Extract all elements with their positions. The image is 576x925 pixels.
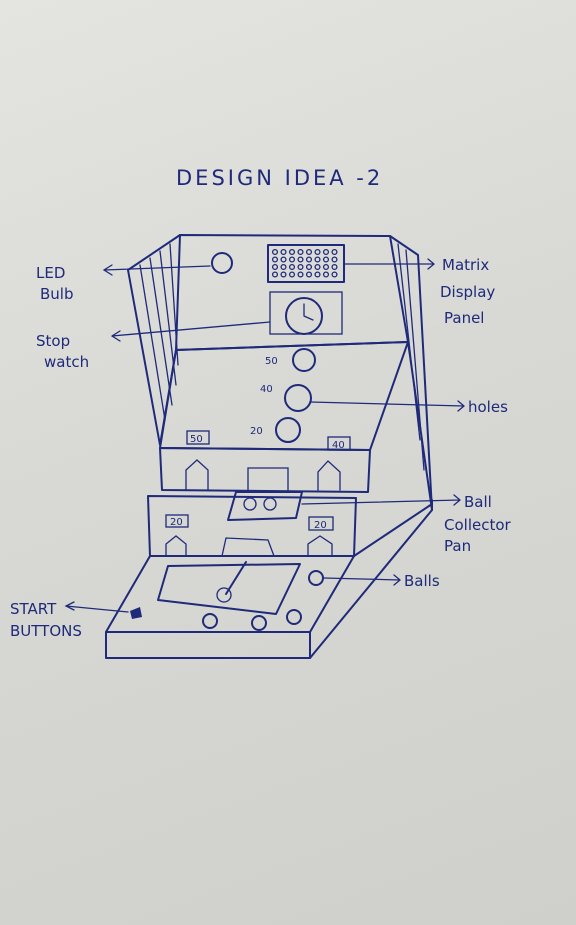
matrix-dot	[324, 272, 329, 277]
matrix-dot	[290, 272, 295, 277]
matrix-dot	[281, 257, 286, 262]
cabinet-back-panel	[128, 235, 432, 510]
hole-value-20: 20	[250, 426, 263, 437]
callout-arrows	[66, 259, 464, 612]
label-matrix-line2: Display	[440, 283, 495, 301]
ball-2	[203, 614, 217, 628]
upper-ball-tray	[160, 448, 370, 492]
label-stopwatch-line1: Stop	[36, 332, 70, 350]
matrix-dot	[315, 257, 320, 262]
matrix-dot	[290, 265, 295, 270]
label-led-line2: Bulb	[40, 285, 74, 303]
matrix-dot	[273, 272, 278, 277]
sketch-title: DESIGN IDEA -2	[176, 166, 383, 190]
label-led-line1: LED	[36, 264, 65, 282]
matrix-dot	[307, 257, 312, 262]
matrix-dot	[315, 265, 320, 270]
label-ball-collector-line1: Ball	[464, 493, 492, 511]
matrix-dot	[332, 250, 337, 255]
hole-value-40: 40	[260, 384, 273, 395]
label-start-line1: START	[10, 600, 57, 618]
start-button-icon	[130, 607, 142, 619]
hole-value-50: 50	[265, 356, 278, 367]
matrix-dot	[273, 265, 278, 270]
matrix-dot	[332, 265, 337, 270]
matrix-display-panel	[268, 245, 344, 282]
matrix-dot	[307, 250, 312, 255]
led-bulb-icon	[212, 253, 232, 273]
matrix-dot	[281, 272, 286, 277]
matrix-dot	[290, 257, 295, 262]
matrix-dot	[332, 272, 337, 277]
lower-ball-tray: 20 20	[148, 496, 356, 556]
label-matrix-line3: Panel	[444, 309, 484, 327]
score-box-lower-right: 20	[314, 520, 327, 531]
matrix-dot	[273, 250, 278, 255]
hole-50	[293, 349, 315, 371]
matrix-dot	[324, 250, 329, 255]
matrix-dot	[298, 257, 303, 262]
matrix-dot	[298, 265, 303, 270]
score-box-upper-left: 50	[190, 434, 203, 445]
label-start-line2: BUTTONS	[10, 622, 82, 640]
stop-watch-icon	[270, 292, 342, 334]
matrix-dot	[315, 250, 320, 255]
ball-1	[309, 571, 323, 585]
matrix-dot	[298, 272, 303, 277]
label-ball-collector-line2: Collector	[444, 516, 512, 534]
matrix-dot	[324, 257, 329, 262]
matrix-dot	[298, 250, 303, 255]
label-ball-collector-line3: Pan	[444, 537, 471, 555]
hole-20	[276, 418, 300, 442]
matrix-dot	[332, 257, 337, 262]
label-holes: holes	[468, 398, 508, 416]
matrix-dot	[307, 272, 312, 277]
label-balls: Balls	[404, 572, 440, 590]
ball-4	[287, 610, 301, 624]
matrix-dot	[273, 257, 278, 262]
playfield: 50 40 20 50 40	[160, 342, 408, 451]
label-matrix-line1: Matrix	[442, 256, 489, 274]
matrix-dot	[281, 250, 286, 255]
matrix-dot	[315, 272, 320, 277]
hole-40	[285, 385, 311, 411]
matrix-dot	[281, 265, 286, 270]
matrix-dot	[324, 265, 329, 270]
matrix-dot	[307, 265, 312, 270]
matrix-dot	[290, 250, 295, 255]
ball-3	[252, 616, 266, 630]
score-box-lower-left: 20	[170, 517, 183, 528]
label-stopwatch-line2: watch	[44, 353, 89, 371]
